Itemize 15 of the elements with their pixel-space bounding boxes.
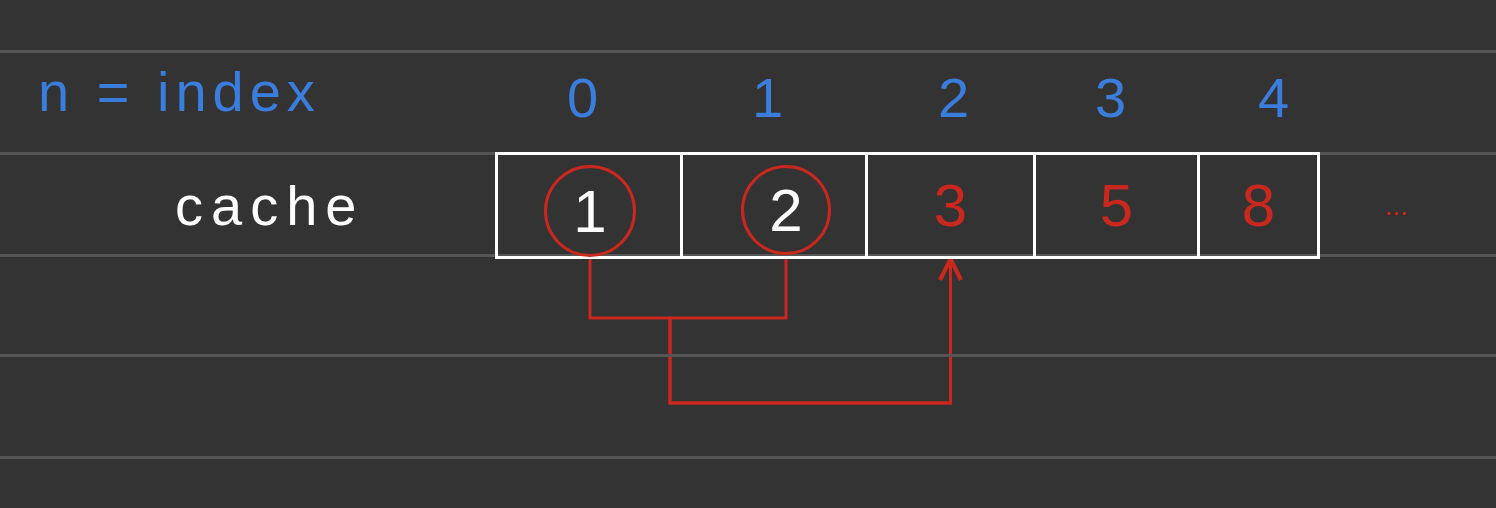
circled-value: 1: [544, 165, 636, 257]
array-cell: 3: [865, 152, 1036, 259]
circled-value: 2: [741, 165, 831, 255]
formula-label: n = index: [38, 62, 321, 122]
array-cell: 5: [1033, 152, 1200, 259]
index-number: 4: [1258, 68, 1290, 128]
array-cell: 8: [1197, 152, 1320, 259]
index-number: 3: [1095, 68, 1127, 128]
index-number: 0: [567, 68, 599, 128]
row-label: cache: [175, 176, 365, 236]
index-number: 1: [752, 68, 784, 128]
ellipsis-text: ...: [1385, 189, 1409, 223]
array-cell: [495, 152, 683, 259]
index-number: 2: [938, 68, 970, 128]
array-cell: [680, 152, 868, 259]
